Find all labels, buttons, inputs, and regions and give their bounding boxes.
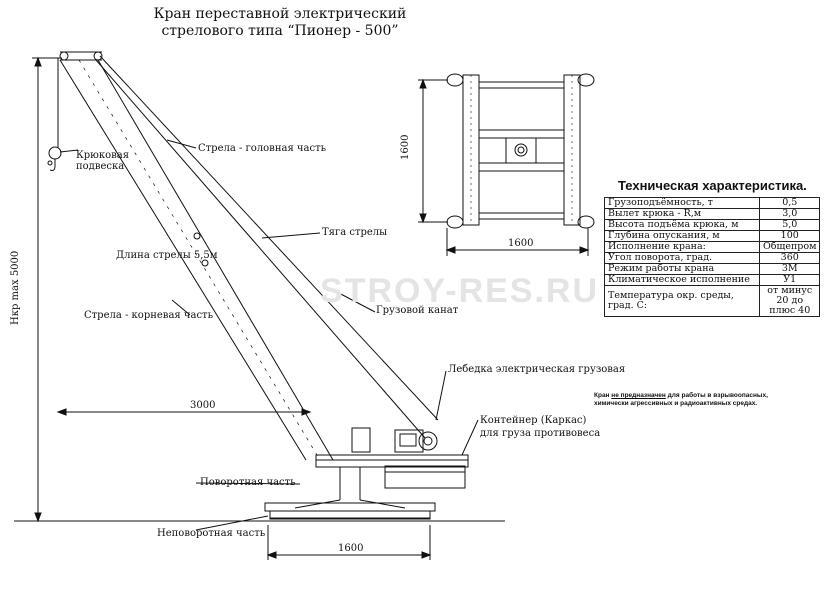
- tech-value: 3М: [758, 263, 821, 275]
- counterweight-container: [384, 465, 466, 489]
- tech-param: Режим работы крана: [604, 263, 760, 275]
- dim-base-width: 1600: [338, 543, 364, 554]
- tech-value: 0,5: [758, 197, 821, 209]
- tech-param: Исполнение крана:: [604, 241, 760, 253]
- tech-value: Общепром: [758, 241, 821, 253]
- tech-param: Вылет крюка - R,м: [604, 208, 760, 220]
- base-frame: [264, 502, 436, 512]
- label-boom-root: Стрела - корневая часть: [84, 310, 214, 321]
- drawing-title: Кран переставной электрический стреловог…: [150, 6, 410, 40]
- tech-row: Угол поворота, град.360: [604, 252, 821, 264]
- label-boom-head: Стрела - головная часть: [198, 143, 327, 154]
- dim-plan-width: 1600: [508, 238, 534, 249]
- tech-row: Температура окр. среды, град. С:от минус…: [604, 285, 821, 317]
- tech-value: от минус 20 до плюс 40: [758, 285, 821, 317]
- control-box: [351, 427, 371, 453]
- tech-value: У1: [758, 274, 821, 286]
- tech-value: 5,0: [758, 219, 821, 231]
- tech-param: Климатическое исполнение: [604, 274, 760, 286]
- tech-value: 360: [758, 252, 821, 264]
- tech-row: Исполнение крана:Общепром: [604, 241, 821, 253]
- rotating-platform: [315, 454, 469, 468]
- label-container-2: для груза противовеса: [480, 428, 601, 439]
- safety-note: Кран не предназначен для работы в взрыво…: [594, 392, 794, 408]
- tech-param: Грузоподъёмность, т: [604, 197, 760, 209]
- dim-height: Hкр max 5000: [10, 250, 21, 325]
- label-boom-length: Длина стрелы 5,5м: [116, 250, 218, 261]
- plan-view: [418, 73, 595, 256]
- tech-title: Техническая характеристика.: [618, 178, 807, 193]
- label-boom-rod: Тяга стрелы: [322, 227, 388, 238]
- boom-right-edge: [97, 59, 334, 461]
- label-container-1: Контейнер (Каркас): [480, 415, 587, 426]
- winch: [394, 429, 424, 453]
- tech-param: Высота подъёма крюка, м: [604, 219, 760, 231]
- tech-value: 3,0: [758, 208, 821, 220]
- note-prefix: Кран: [594, 392, 612, 399]
- tech-value: 100: [758, 230, 821, 242]
- dim-reach: 3000: [190, 400, 216, 411]
- title-line-1: Кран переставной электрический: [153, 6, 407, 22]
- hook-block: [48, 146, 62, 160]
- title-line-2: стрелового типа “Пионер - 500”: [161, 23, 399, 39]
- tech-param: Угол поворота, град.: [604, 252, 760, 264]
- note-emphasis: не предназначен: [611, 392, 666, 399]
- tech-param: Температура окр. среды, град. С:: [604, 285, 760, 317]
- boom-rod: [99, 55, 439, 421]
- label-hook: Крюковая подвеска: [76, 150, 130, 172]
- watermark: STROY-RES.RU: [320, 272, 600, 310]
- note-rest: для работы в взрывоопасных, химически аг…: [594, 392, 768, 407]
- label-rotating-part: Поворотная часть: [200, 477, 296, 488]
- tech-param: Глубина опускания, м: [604, 230, 760, 242]
- boom-left-edge: [59, 59, 307, 461]
- dim-plan-height: 1600: [400, 134, 411, 160]
- label-winch: Лебедка электрическая грузовая: [448, 364, 626, 375]
- cargo-rope: [95, 59, 426, 439]
- label-fixed-part: Неповоротная часть: [157, 528, 266, 539]
- label-cargo-rope: Грузовой канат: [376, 305, 459, 316]
